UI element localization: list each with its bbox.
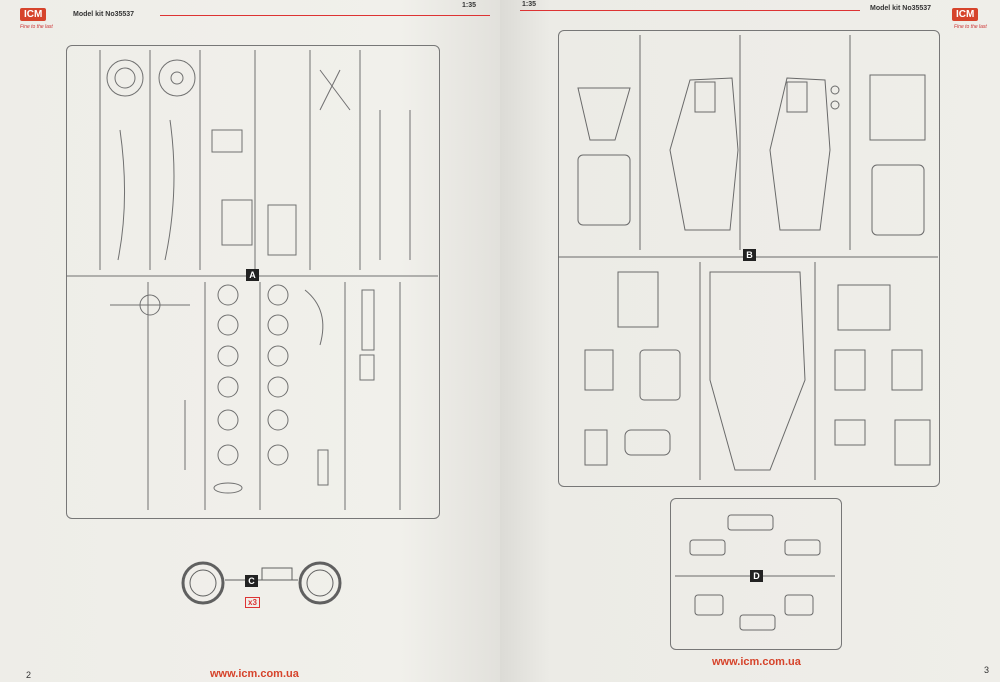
sprue-c-label: C (245, 575, 258, 587)
logo-tagline-left: Fine to the last (20, 24, 53, 30)
header-rule-left (160, 15, 490, 16)
page-number-right: 3 (984, 665, 990, 675)
header-rule-right (520, 10, 860, 11)
scale-label-right: 1:35 (522, 1, 537, 8)
sprue-c-parts (181, 561, 342, 605)
sprue-a-frame (66, 45, 440, 519)
sprue-d-label: D (750, 570, 763, 582)
sprue-d-frame (670, 498, 842, 650)
left-page: ICM Fine to the last Model kit No35537 1… (0, 0, 500, 682)
sprue-b-frame (558, 30, 940, 487)
footer-url-left: www.icm.com.ua (210, 668, 299, 680)
scale-label-left: 1:35 (462, 2, 477, 9)
icm-logo-right: ICM (952, 8, 979, 21)
sprue-c-multiplier: x3 (245, 597, 260, 608)
kit-label-right: Model kit No35537 (870, 5, 932, 12)
icm-logo-left: ICM (20, 8, 47, 21)
footer-url-right: www.icm.com.ua (712, 656, 801, 668)
page-number-left: 2 (26, 670, 32, 680)
sprue-b-label: B (743, 249, 756, 261)
logo-tagline-right: Fine to the last (954, 24, 987, 30)
sprue-a-label: A (246, 269, 259, 281)
kit-label-left: Model kit No35537 (73, 11, 135, 18)
right-page: 1:35 Model kit No35537 ICM Fine to the l… (500, 0, 1000, 682)
